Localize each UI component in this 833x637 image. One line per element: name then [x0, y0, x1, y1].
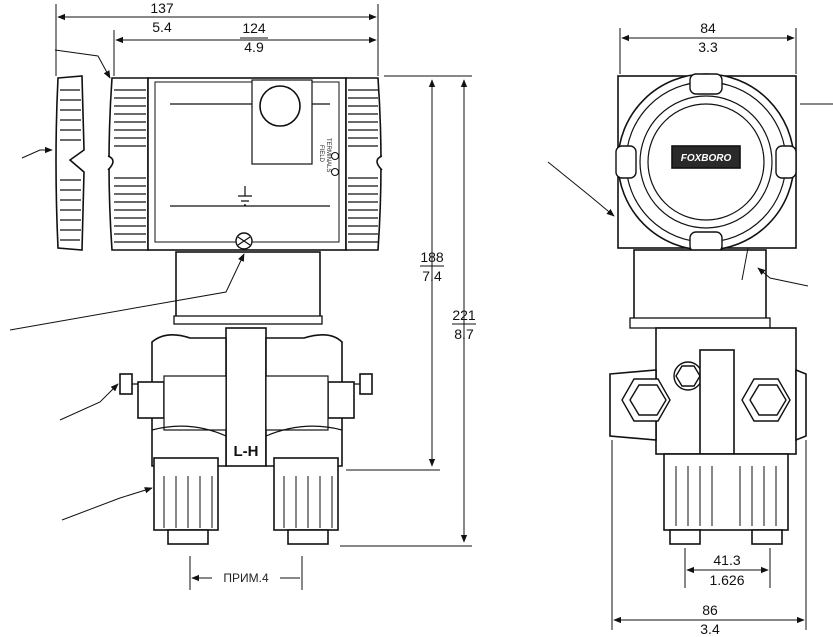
- dimension-texts-front: 137 5.4 124 4.9 188 7.4 221 8.7 ПРИМ.4: [148, 0, 476, 585]
- sensor-body: L-H: [119, 327, 373, 467]
- connection-spacing-mm: 41.3: [713, 552, 740, 568]
- overall-width-mm: 137: [150, 0, 174, 16]
- overall-width-in: 5.4: [152, 19, 172, 35]
- housing-neck: [175, 251, 321, 319]
- height-to-flange-mm: 188: [420, 249, 444, 265]
- side-width-in: 3.3: [698, 39, 718, 55]
- side-connections: [663, 453, 789, 531]
- housing-left-cap: [107, 77, 149, 251]
- end-cap-detached: [55, 75, 85, 251]
- height-to-flange-in: 7.4: [422, 268, 442, 284]
- housing-right-cap: [345, 77, 383, 251]
- side-view: FOXBORO: [609, 73, 807, 545]
- nameplate-logo: FOXBORO: [681, 153, 732, 164]
- side-overall-width-in: 3.4: [700, 621, 720, 637]
- field-label: FIELD: [318, 145, 324, 163]
- body-marking: L-H: [234, 443, 259, 460]
- side-overall-width-mm: 86: [702, 602, 718, 618]
- leader-lines-side: [547, 103, 833, 287]
- cover-lugs: [615, 73, 797, 253]
- dimension-texts-side: 84 3.3 41.3 1.626 86 3.4: [694, 20, 748, 637]
- connection-spacing-in: 1.626: [709, 572, 744, 588]
- electronics-housing: FIELD TERMINALS: [147, 77, 347, 251]
- terminal-label: FIELD TERMINALS: [318, 138, 331, 172]
- terminals-label: TERMINALS: [325, 138, 331, 172]
- hex-fittings: [621, 361, 791, 422]
- dimension-lines-front: [55, 4, 472, 590]
- nameplate: [671, 145, 741, 169]
- overall-height-in: 8.7: [454, 326, 474, 342]
- housing-width-in: 4.9: [244, 39, 264, 55]
- side-neck: [633, 249, 767, 321]
- process-connections: [153, 457, 339, 545]
- bottom-note: ПРИМ.4: [223, 571, 269, 585]
- overall-height-mm: 221: [452, 307, 476, 323]
- housing-width-mm: 124: [242, 20, 266, 36]
- front-view: FIELD TERMINALS: [55, 75, 383, 545]
- side-width-mm: 84: [700, 20, 716, 36]
- leader-lines-front: [9, 49, 245, 521]
